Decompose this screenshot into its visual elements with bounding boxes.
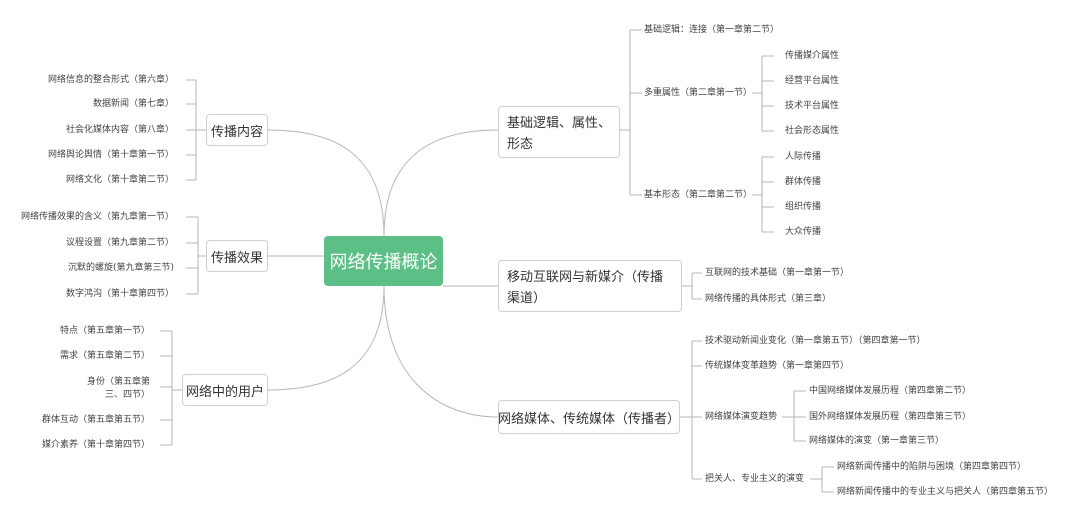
leaf-attr-2: 经营平台属性 [785, 76, 840, 86]
leaf-mobile-1: 互联网的技术基础（第一章第一节） [705, 268, 850, 278]
leaf-users-5: 媒介素养（第十章第四节） [41, 440, 150, 450]
leaf-form-4: 大众传播 [785, 227, 822, 237]
leaf-users-3: 身份（第五章第三、四节） [86, 377, 150, 400]
leaf-gate-1: 网络新闻传播中的陷阱与困境（第四章第四节） [837, 462, 1027, 472]
leaf-attr-1: 传播媒介属性 [785, 51, 840, 61]
leaf-form-1: 人际传播 [785, 152, 822, 162]
leaf-evo-2: 国外网络媒体发展历程（第四章第三节） [809, 412, 972, 422]
leaf-media-evo: 网络媒体演变趋势 [705, 412, 778, 422]
leaf-mobile-2: 网络传播的具体形式（第三章） [705, 294, 832, 304]
branch-content[interactable]: 传播内容 [206, 114, 268, 146]
leaf-evo-3: 网络媒体的演变（第一章第三节） [809, 436, 945, 446]
leaf-logic-form: 基本形态（第二章第二节） [644, 190, 753, 200]
leaf-logic-connect: 基础逻辑：连接（第一章第二节） [644, 25, 780, 35]
central-topic[interactable]: 网络传播概论 [324, 236, 443, 286]
leaf-content-2: 数据新闻（第七章） [92, 99, 174, 109]
leaf-users-1: 特点（第五章第一节） [59, 326, 150, 336]
branch-effect[interactable]: 传播效果 [206, 240, 268, 272]
leaf-content-4: 网络舆论舆情（第十章第一节） [47, 150, 174, 160]
leaf-effect-3: 沉默的螺旋(第九章第三节) [67, 263, 174, 273]
leaf-attr-3: 技术平台属性 [785, 101, 840, 111]
leaf-evo-1: 中国网络媒体发展历程（第四章第二节） [809, 386, 972, 396]
leaf-media-gate: 把关人、专业主义的演变 [705, 474, 805, 484]
leaf-media-tech: 技术驱动新闻业变化（第一章第五节）（第四章第一节） [705, 336, 926, 346]
leaf-form-2: 群体传播 [785, 177, 822, 187]
branch-mobile[interactable]: 移动互联网与新媒介（传播渠道） [498, 260, 682, 312]
leaf-media-trad: 传统媒体变革趋势（第一章第四节） [705, 361, 850, 371]
branch-logic[interactable]: 基础逻辑、属性、形态 [498, 106, 620, 158]
leaf-effect-1: 网络传播效果的含义（第九章第一节） [20, 212, 174, 222]
leaf-form-3: 组织传播 [785, 202, 822, 212]
leaf-users-2: 需求（第五章第二节） [59, 351, 150, 361]
leaf-users-4: 群体互动（第五章第五节） [41, 415, 150, 425]
branch-users[interactable]: 网络中的用户 [182, 374, 268, 406]
leaf-content-5: 网络文化（第十章第二节） [65, 175, 174, 185]
leaf-content-1: 网络信息的整合形式（第六章） [47, 75, 174, 85]
branch-media[interactable]: 网络媒体、传统媒体（传播者） [498, 400, 680, 434]
leaf-effect-4: 数字鸿沟（第十章第四节） [65, 289, 174, 299]
leaf-attr-4: 社会形态属性 [785, 126, 840, 136]
leaf-logic-attr: 多重属性（第二章第一节） [644, 88, 753, 98]
leaf-gate-2: 网络新闻传播中的专业主义与把关人（第四章第五节） [837, 487, 1054, 497]
leaf-effect-2: 议程设置（第九章第二节） [65, 238, 174, 248]
leaf-content-3: 社会化媒体内容（第八章） [65, 125, 174, 135]
